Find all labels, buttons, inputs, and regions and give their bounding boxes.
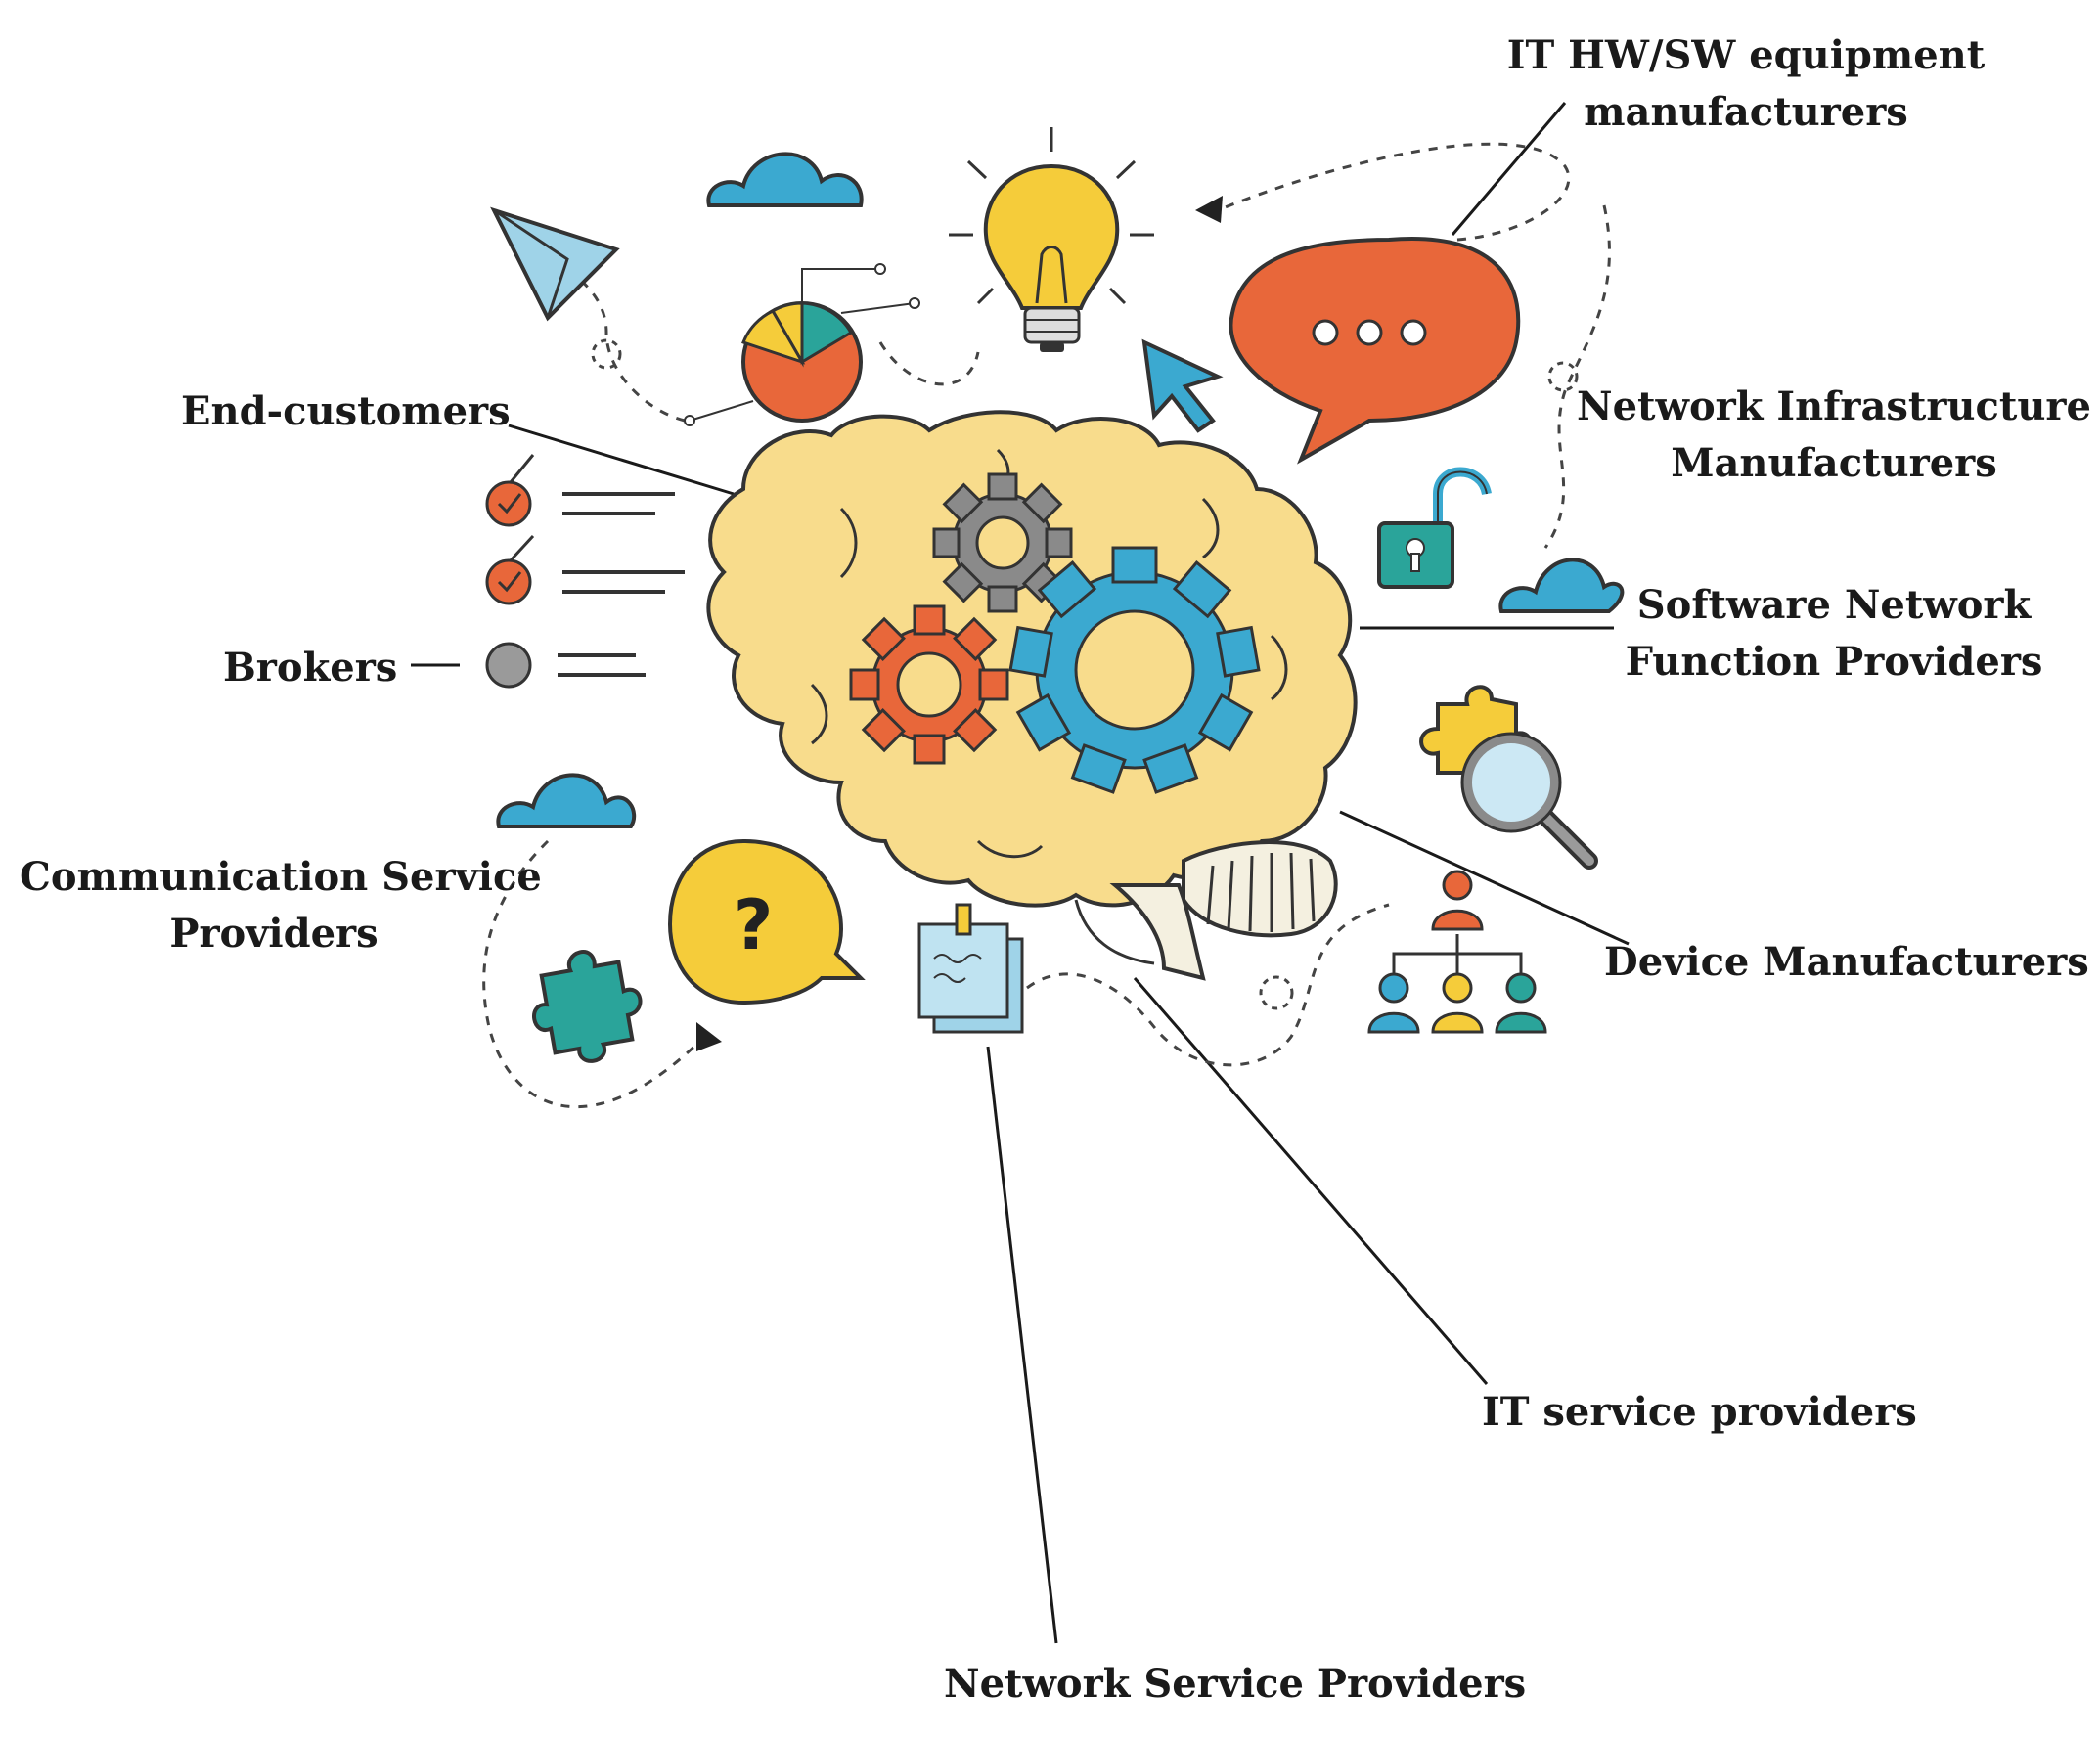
pie-chart-icon bbox=[684, 263, 920, 426]
label-line: Network Infrastructure bbox=[1577, 383, 2091, 429]
dashed-paths bbox=[482, 142, 1611, 1109]
checklist-icon bbox=[485, 454, 685, 689]
dashed-ring-left bbox=[591, 338, 622, 370]
padlock-icon bbox=[1377, 467, 1492, 589]
org-chart-icon bbox=[1367, 870, 1547, 1034]
label-line: Software Network bbox=[1636, 582, 2032, 628]
arrowhead-icon bbox=[696, 1022, 722, 1051]
arrowhead-icon bbox=[1195, 196, 1223, 223]
dashed-path-left bbox=[482, 839, 706, 1109]
dashed-ring-right bbox=[1547, 361, 1579, 392]
label-line: Manufacturers bbox=[1671, 440, 1997, 486]
gear-icon bbox=[849, 604, 1009, 765]
label-device-manufacturers: Device Manufacturers bbox=[1604, 939, 2089, 985]
cloud-icon bbox=[1498, 558, 1625, 613]
cursor-arrow-icon bbox=[1141, 338, 1224, 433]
dashed-path-top bbox=[1217, 142, 1571, 242]
sticky-note-icon bbox=[917, 903, 1024, 1034]
label-communication-service-providers: Communication Service Providers bbox=[20, 849, 542, 962]
paper-plane-icon bbox=[490, 206, 620, 322]
label-end-customers: End-customers bbox=[181, 388, 511, 434]
lightbulb-icon bbox=[949, 127, 1154, 352]
leader-lines bbox=[411, 102, 1630, 1644]
question-bubble-icon: ? bbox=[667, 838, 866, 1005]
label-line: IT HW/SW equipment bbox=[1506, 32, 1986, 78]
leader-line-network-service bbox=[986, 1046, 1058, 1644]
leader-line-device-mfr bbox=[1339, 810, 1630, 946]
label-network-service-providers: Network Service Providers bbox=[944, 1661, 1527, 1707]
label-line: manufacturers bbox=[1584, 89, 1908, 135]
label-line: Communication Service bbox=[20, 854, 542, 900]
leader-line-end-customers bbox=[508, 424, 735, 496]
dashed-path-bottom bbox=[1026, 903, 1390, 1067]
dashed-path-plane bbox=[566, 267, 686, 423]
label-it-service-providers: IT service providers bbox=[1482, 1389, 1917, 1435]
label-line: Providers bbox=[169, 911, 379, 957]
gear-icon bbox=[1008, 546, 1261, 794]
leader-line-it-service bbox=[1133, 977, 1489, 1385]
dashed-path-pie bbox=[878, 341, 980, 386]
puzzle-piece-icon bbox=[532, 950, 643, 1063]
label-line: Function Providers bbox=[1625, 639, 2043, 685]
dashed-ring-bottom bbox=[1259, 975, 1294, 1010]
dashed-path-right bbox=[1543, 204, 1611, 549]
question-mark: ? bbox=[734, 885, 774, 965]
magnifier-icon bbox=[1460, 732, 1598, 870]
label-software-network-function-providers: Software Network Function Providers bbox=[1619, 577, 2049, 691]
label-brokers: Brokers bbox=[223, 645, 398, 691]
gear-icon bbox=[932, 472, 1073, 613]
label-it-hw-sw-manufacturers: IT HW/SW equipment manufacturers bbox=[1501, 27, 1990, 141]
cloud-icon bbox=[706, 152, 864, 207]
label-network-infrastructure-manufacturers: Network Infrastructure Manufacturers bbox=[1575, 379, 2093, 492]
cloud-icon bbox=[496, 773, 637, 828]
leader-line-it-hw-sw bbox=[1451, 102, 1567, 236]
speech-bubble-icon bbox=[1229, 236, 1521, 465]
